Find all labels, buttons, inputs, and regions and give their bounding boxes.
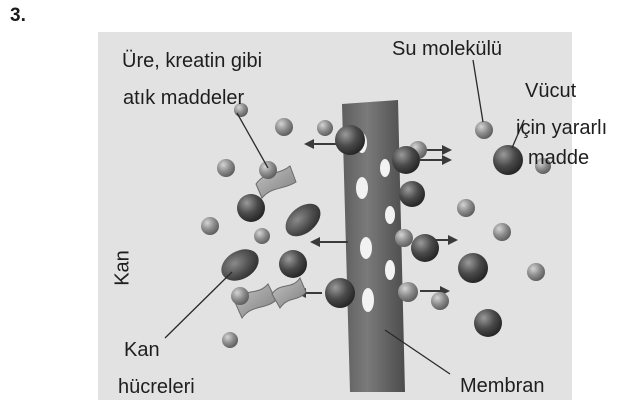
water-molecule [475, 121, 493, 139]
water-molecule [231, 287, 249, 305]
water-molecule [254, 228, 270, 244]
useful-substance [399, 181, 425, 207]
water-molecule [395, 229, 413, 247]
water-molecule-label: Su molekülü [392, 38, 502, 60]
useful-substance [392, 146, 420, 174]
water-molecule [457, 199, 475, 217]
useful-substance [335, 125, 365, 155]
water-molecule [431, 292, 449, 310]
useful-label-line2: için yararlı [516, 117, 607, 139]
useful-substance [474, 309, 502, 337]
useful-substance [237, 194, 265, 222]
water-molecule [275, 118, 293, 136]
membrane-pore [360, 237, 372, 259]
water-molecule [493, 223, 511, 241]
useful-label-line1: Vücut [525, 80, 577, 102]
waste-label-line1: Üre, kreatin gibi [122, 50, 262, 72]
membrane-pore [362, 288, 374, 312]
blood-cells-label-line2: hücreleri [118, 376, 195, 398]
water-molecule [317, 120, 333, 136]
blood-label: Kan [111, 250, 133, 286]
membrane-pore [385, 206, 395, 224]
membrane-pore [380, 159, 390, 177]
water-molecule [222, 332, 238, 348]
useful-substance [458, 253, 488, 283]
membrane-pore [356, 177, 368, 199]
useful-substance [493, 145, 523, 175]
water-molecule [201, 217, 219, 235]
water-molecule [259, 161, 277, 179]
membrane-label: Membran [460, 375, 544, 397]
useful-label-line3: madde [528, 147, 589, 169]
useful-substance [325, 278, 355, 308]
useful-substance [411, 234, 439, 262]
waste-label-line2: atık maddeler [123, 87, 245, 109]
water-molecule [398, 282, 418, 302]
water-molecule [217, 159, 235, 177]
water-molecule [527, 263, 545, 281]
blood-cells-label-line1: Kan [124, 339, 160, 361]
useful-substance [279, 250, 307, 278]
membrane-pore [385, 260, 395, 280]
